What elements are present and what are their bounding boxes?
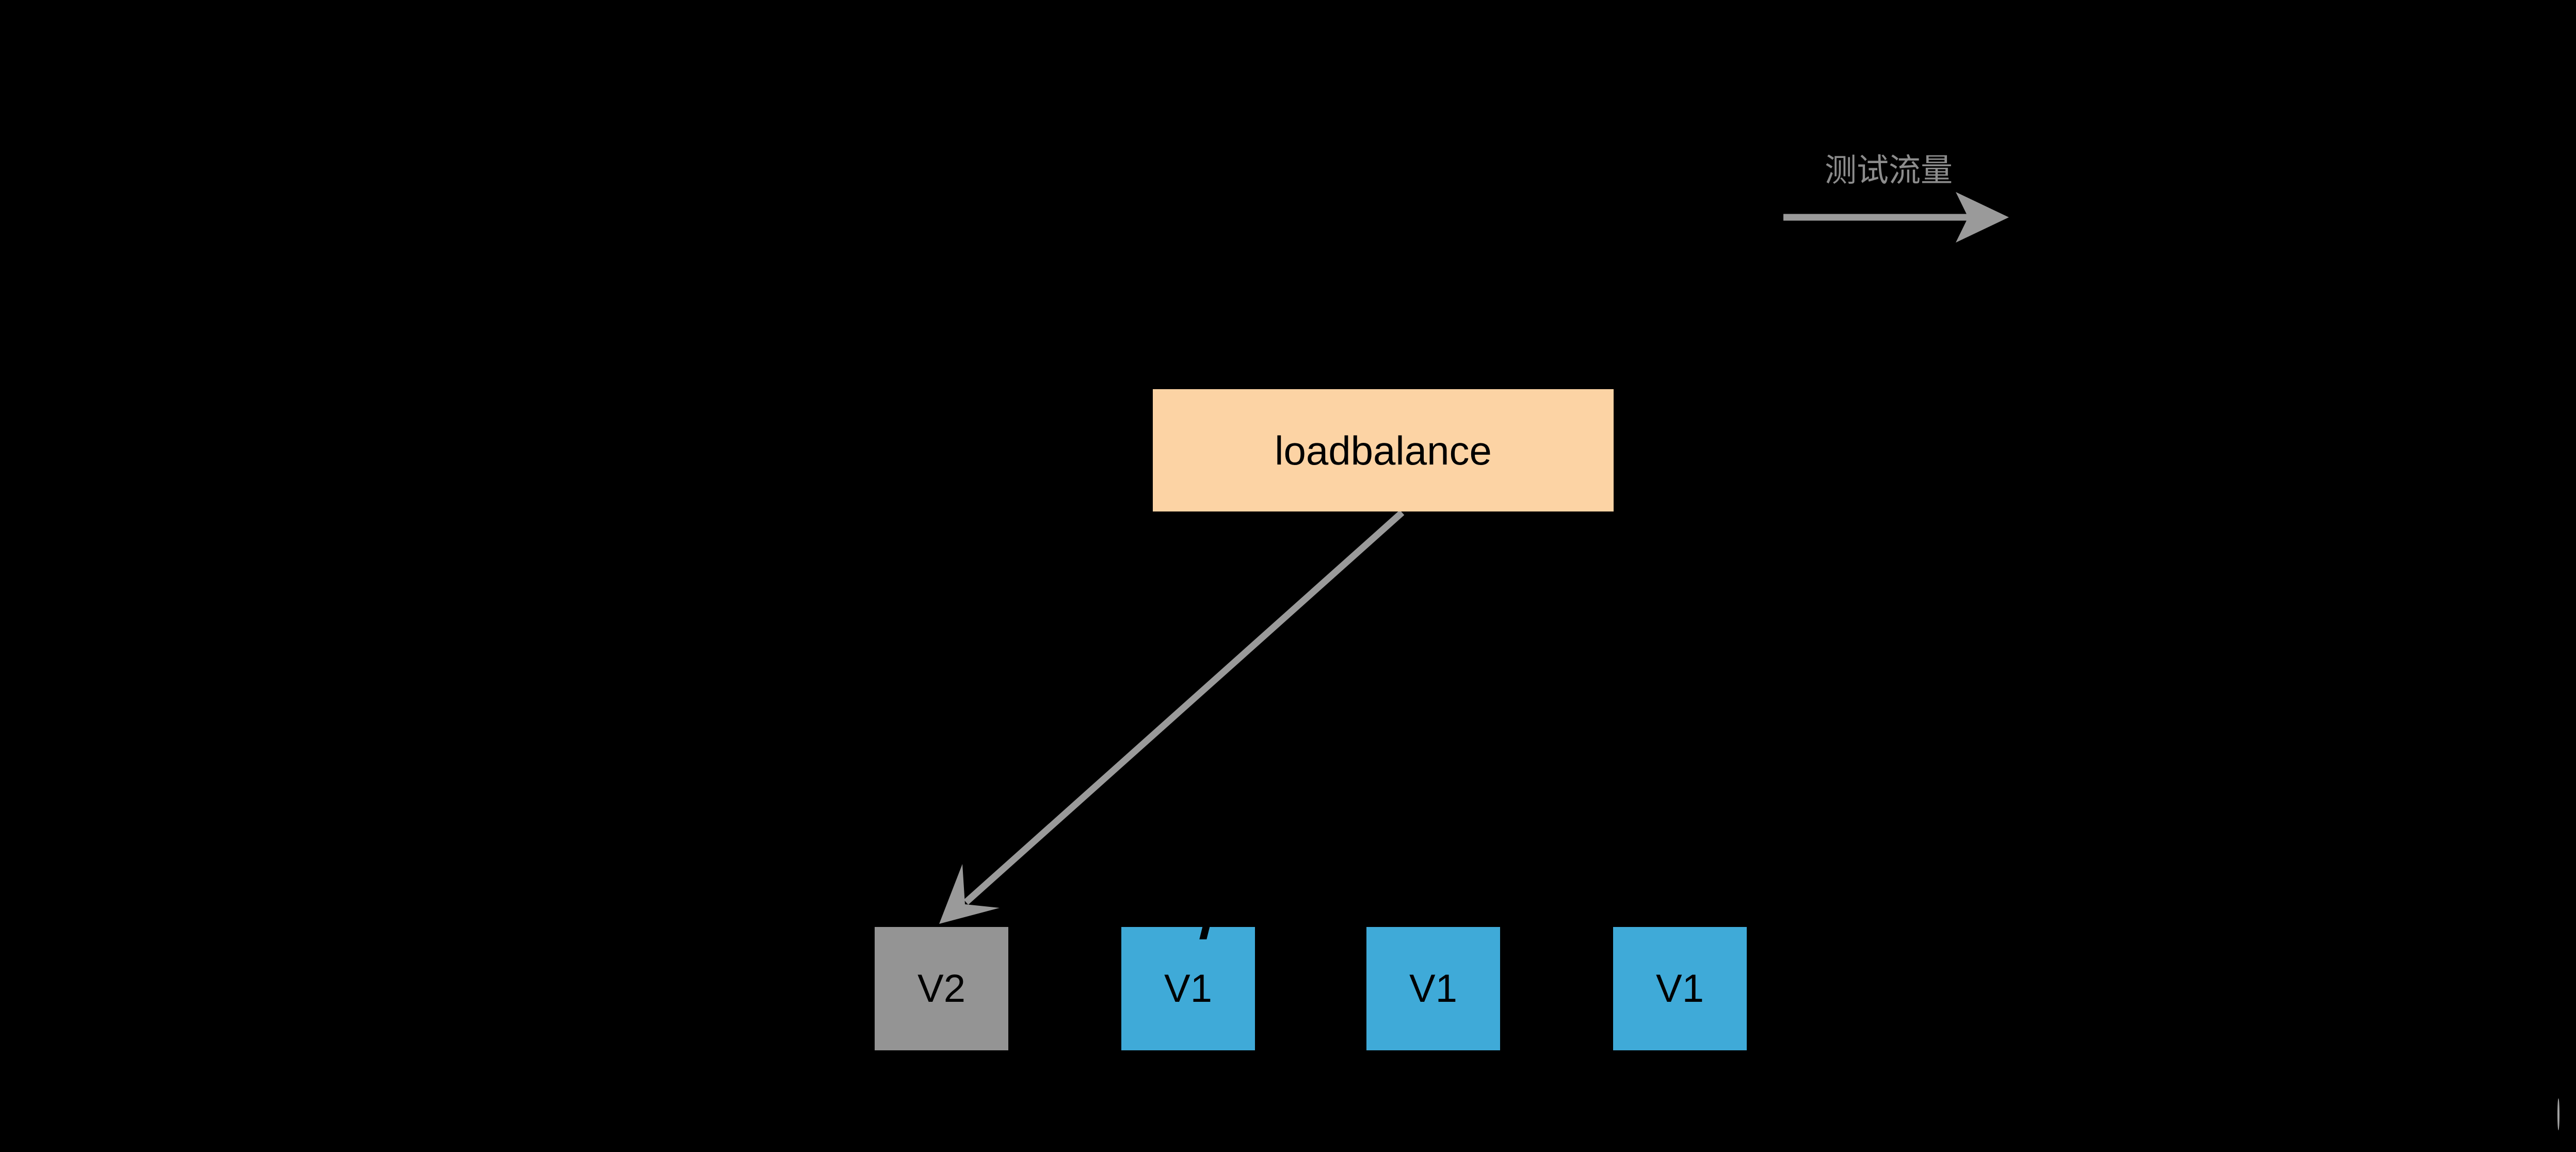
node-v1-b-label: V1 xyxy=(1409,966,1457,1011)
node-v2[interactable]: V2 xyxy=(875,927,1008,1050)
node-loadbalance[interactable]: loadbalance xyxy=(1153,389,1614,511)
legend-arrow xyxy=(1783,192,2009,243)
node-v1-c[interactable]: V1 xyxy=(1613,927,1747,1050)
edge-shaft xyxy=(963,510,1405,905)
node-loadbalance-label: loadbalance xyxy=(1275,427,1492,473)
edge-arrow-head xyxy=(939,864,1000,924)
node-v1-b[interactable]: V1 xyxy=(1366,927,1500,1050)
edge-loadbalance-to-v2 xyxy=(939,510,1405,924)
node-v1-c-label: V1 xyxy=(1656,966,1704,1011)
node-v1-a[interactable]: V1 xyxy=(1121,927,1255,1050)
node-v1-a-label: V1 xyxy=(1164,966,1212,1011)
legend-arrow-head xyxy=(1956,192,2009,243)
legend-label: 测试流量 xyxy=(1824,153,1953,188)
cursor-artifact xyxy=(2557,1098,2559,1130)
node-v2-label: V2 xyxy=(917,966,965,1011)
